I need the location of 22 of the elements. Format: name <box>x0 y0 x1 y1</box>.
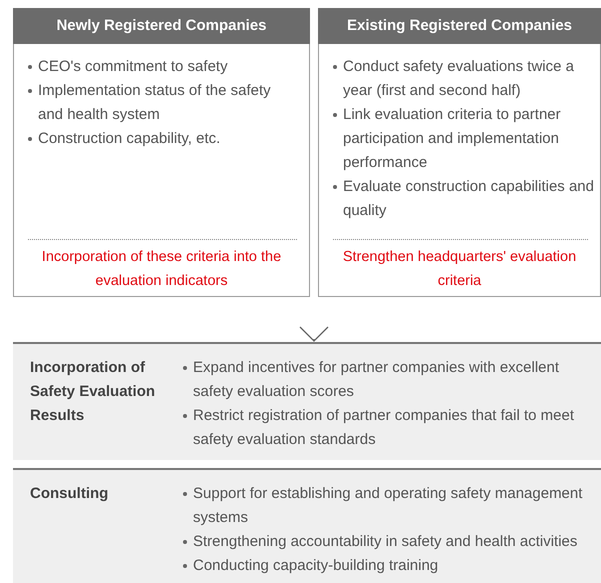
panel-background <box>13 342 601 460</box>
bullet-text: Restrict registration of partner companies that fail to meet safety evaluation standards <box>193 406 576 450</box>
card-heading: Newly Registered Companies <box>13 8 310 44</box>
bullet-text: Conduct safety evaluations twice a year (first and second half) <box>343 57 575 101</box>
bullet-text: CEO's commitment to safety <box>38 57 229 77</box>
bullet-text: Support for establishing and operating safety management systems <box>193 484 584 528</box>
panel-title: Consulting <box>30 484 110 504</box>
bullet-text: Conducting capacity-building training <box>193 556 440 576</box>
panel-title: Incorporation of Safety Evaluation Results <box>30 358 156 426</box>
bullet-text: Implementation status of the safety and health system <box>38 81 272 125</box>
bullet-text: Link evaluation criteria to partner participation and implementation performance <box>343 105 562 173</box>
conclusion-text: Incorporation of these criteria into the evaluation indicators <box>40 248 282 291</box>
card-heading: Existing Registered Companies <box>318 8 601 44</box>
bullet-text: Strengthening accountability in safety and health activities <box>193 532 578 552</box>
card-panel <box>318 8 601 297</box>
chevron-arrow <box>299 326 329 342</box>
panel-background <box>13 468 601 583</box>
conclusion-text: Strengthen headquarters' evaluation criteria <box>342 248 578 291</box>
bullet-text: Expand incentives for partner companies with excellent safety evaluation scores <box>193 358 560 402</box>
bullet-text: Evaluate construction capabilities and quality <box>343 177 595 221</box>
bullet-text: Construction capability, etc. <box>38 129 222 149</box>
card-panel <box>13 8 310 297</box>
